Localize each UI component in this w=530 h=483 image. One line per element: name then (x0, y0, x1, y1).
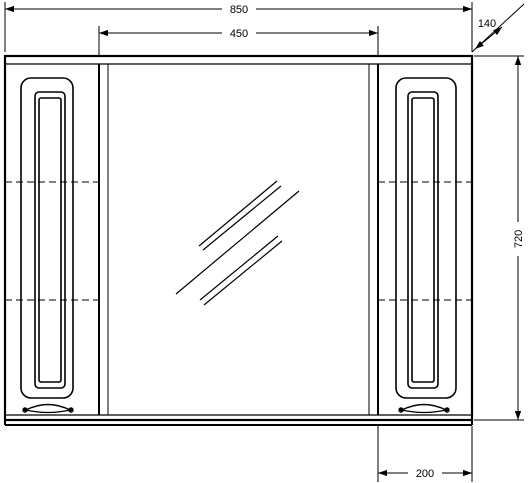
right-door (395, 77, 457, 399)
left-door-handle (22, 403, 74, 414)
dimension-label-height: 720 (513, 230, 525, 248)
mirror-reflection-icon (175, 180, 300, 306)
dimension-label-total-width: 850 (230, 4, 248, 16)
door-panel-outer (407, 91, 439, 389)
dimension-label-mirror-width: 450 (230, 28, 248, 40)
cabinet-outline (3, 54, 474, 422)
dimension-height (474, 55, 525, 421)
door-panel-inner (38, 97, 62, 383)
door-frame (20, 77, 74, 399)
dimension-label-cabinet-width: 200 (416, 468, 434, 480)
door-frame (395, 77, 457, 399)
mirror-frame (98, 63, 379, 416)
dimension-depth (471, 3, 525, 53)
right-door-handle (398, 403, 450, 414)
dimension-line (474, 26, 503, 50)
mirror (98, 63, 379, 416)
door-panel-inner (411, 97, 435, 383)
cabinet-body (3, 54, 474, 426)
dimension-cabinet-width (377, 426, 473, 482)
left-door (20, 77, 74, 399)
dimension-label-depth: 140 (478, 18, 496, 30)
dimension-total-width (4, 2, 473, 52)
dimension-mirror-width (98, 26, 379, 56)
door-panel-outer (34, 91, 66, 389)
